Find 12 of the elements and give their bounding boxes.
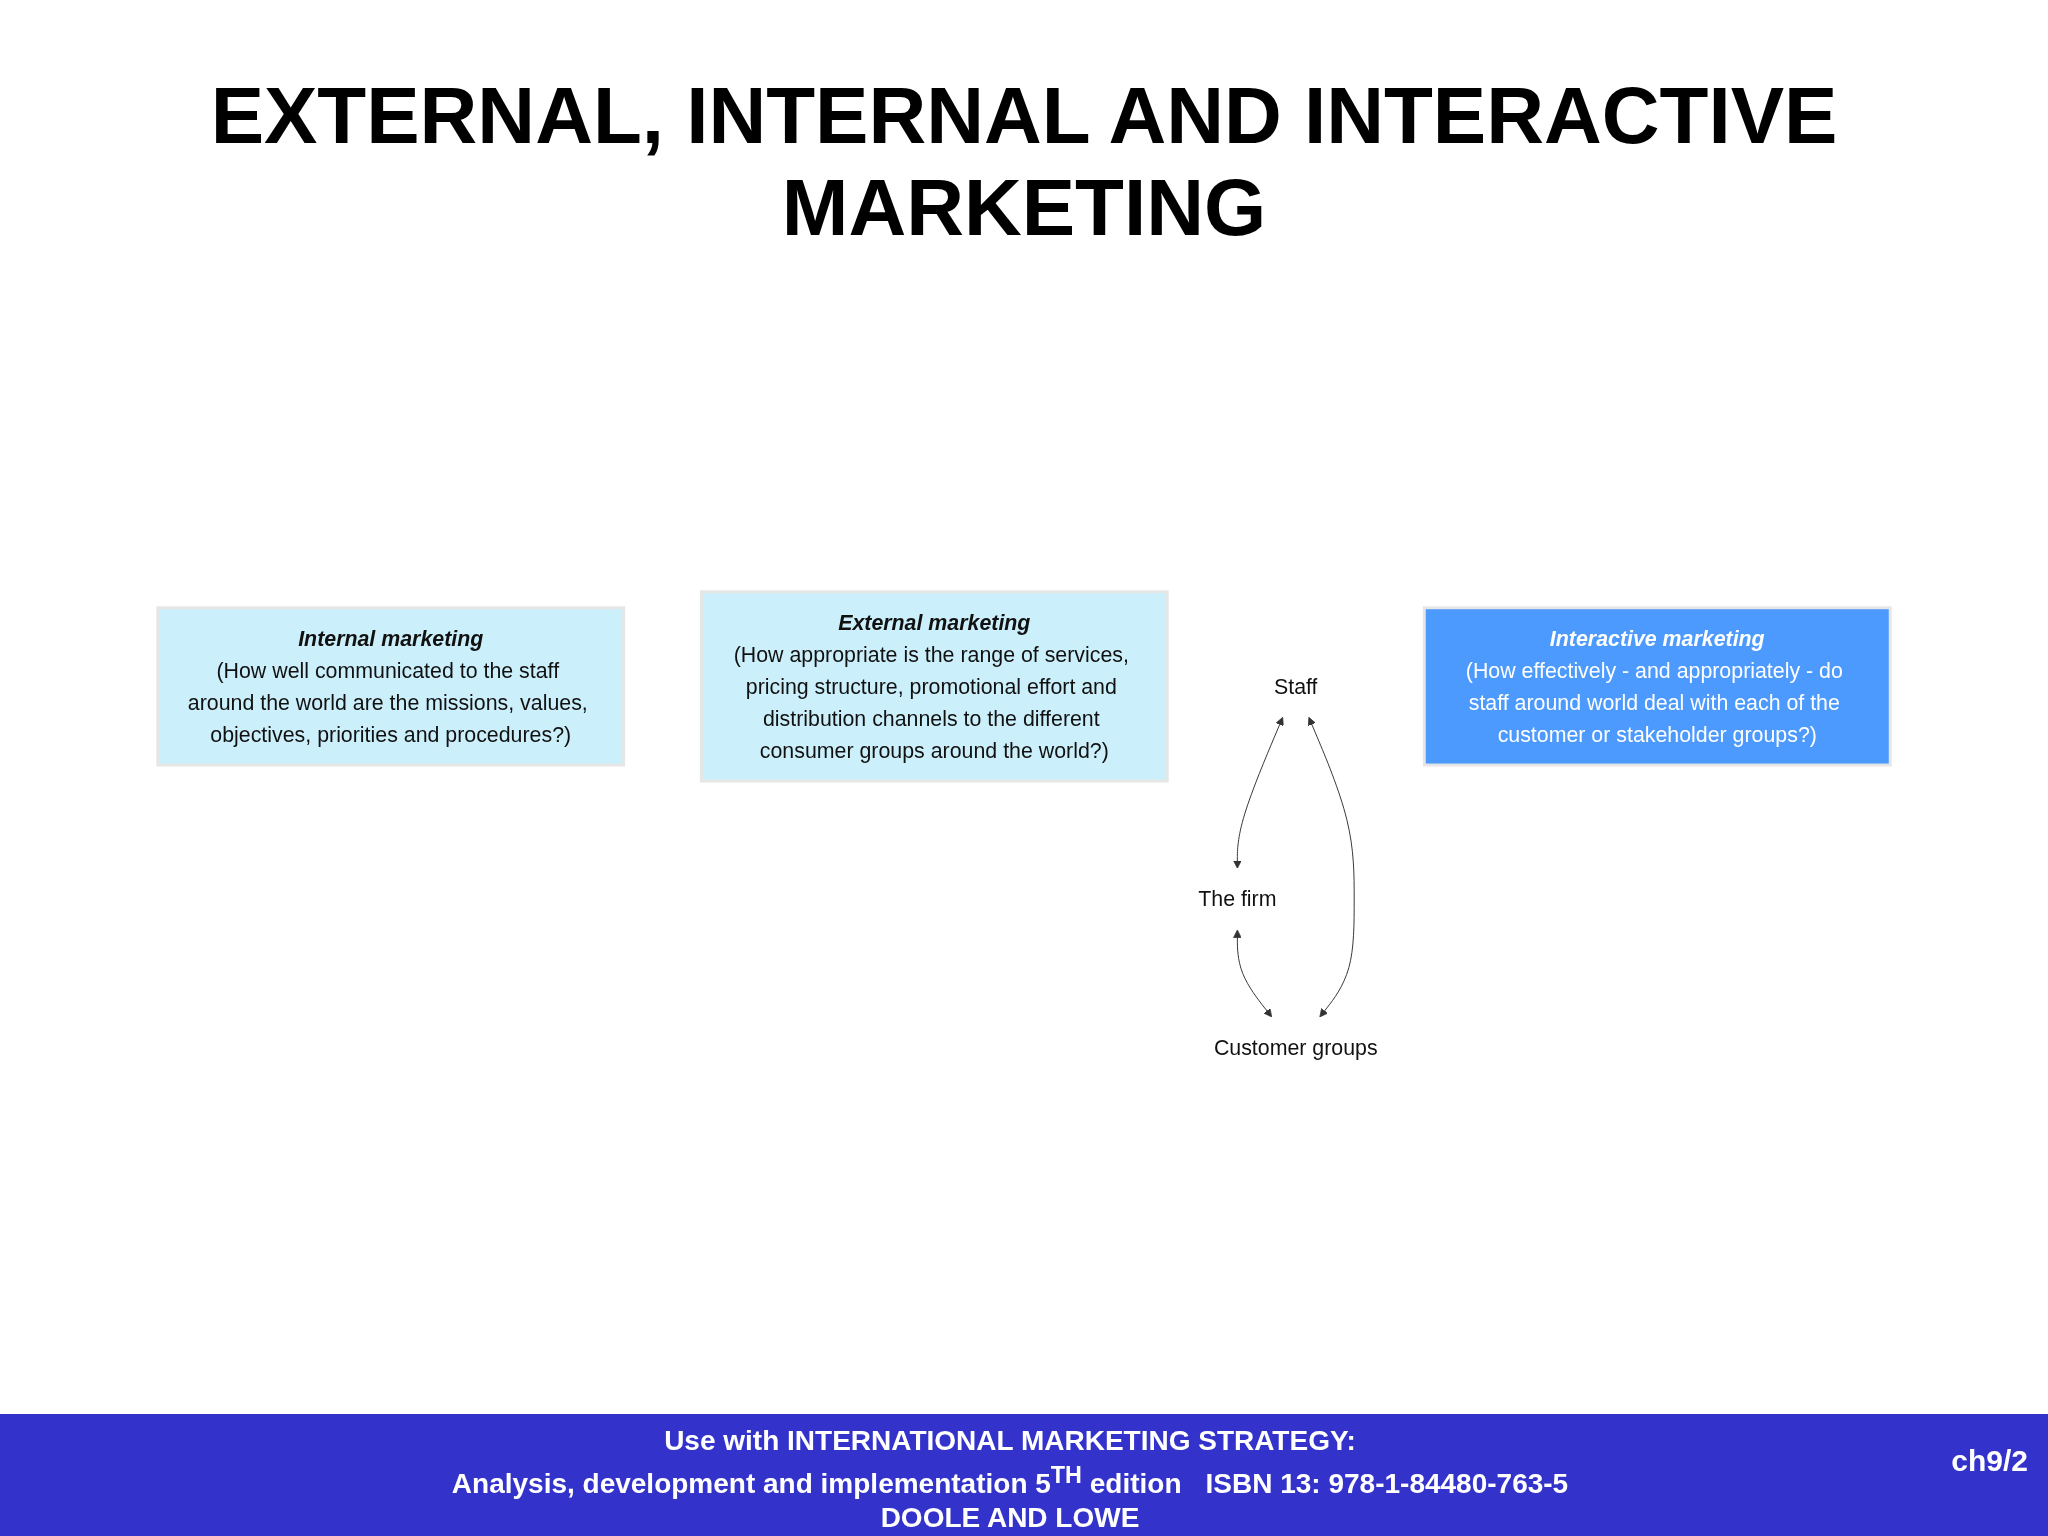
- slide-number: ch9/2: [1951, 1444, 2028, 1477]
- node-box: Internal marketing (How well communicated to the staff around the world are the missions, values, objectives, priorities and procedures?): [156, 606, 626, 767]
- title: EXTERNAL, INTERNAL AND INTERACTIVE MARKETING: [209, 70, 1839, 254]
- footer-text: DOOLE AND LOWE: [880, 1502, 1140, 1534]
- node-box: External marketing (How appropriate is the range of services, pricing structure, promotional effort and distribution channels to the different consumer groups around the world?): [699, 590, 1169, 783]
- footer-text: Analysis, development and implementation 5$^{TH}$ edition: [451, 1468, 1182, 1500]
- node-text: The firm: [1198, 886, 1277, 912]
- footer-text: Use with INTERNATIONAL MARKETING STRATEGY:: [664, 1425, 1356, 1456]
- footer-text: ISBN 13: 978-1-84480-763-5: [1205, 1468, 1569, 1500]
- node-text: Staff: [1274, 674, 1318, 699]
- node-text: Customer groups: [1213, 1035, 1378, 1060]
- node-box: Interactive marketing (How effectively - and appropriately - do staff around world deal with each of the customer or stakeholder groups?): [1422, 606, 1892, 767]
